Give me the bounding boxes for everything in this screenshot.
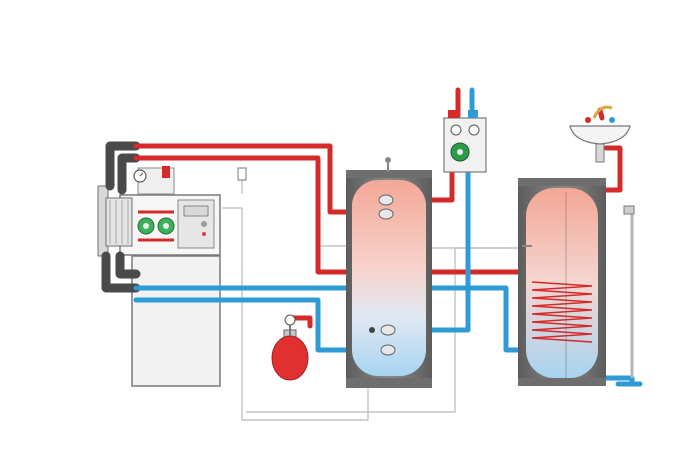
control-display	[183, 205, 209, 217]
pressure-gauge-icon	[284, 314, 296, 326]
boiler-connection-pipes	[101, 141, 141, 293]
control-knob-icon	[201, 221, 207, 227]
hot-pipes	[133, 87, 623, 329]
pump-icon	[157, 217, 175, 235]
expansion-vessel-icon	[271, 314, 309, 381]
sensor-icon	[237, 167, 247, 181]
hot-water-cylinder-icon	[518, 178, 606, 386]
heating-coil	[531, 281, 593, 343]
boiler	[97, 166, 221, 387]
buffer-tank-icon	[346, 157, 432, 388]
tap-icon	[592, 105, 613, 119]
mixing-valve-icon	[443, 110, 487, 173]
sink-icon	[569, 105, 631, 163]
cold-supply	[623, 205, 635, 378]
boiler-base	[131, 255, 221, 387]
pump-icon	[137, 217, 155, 235]
